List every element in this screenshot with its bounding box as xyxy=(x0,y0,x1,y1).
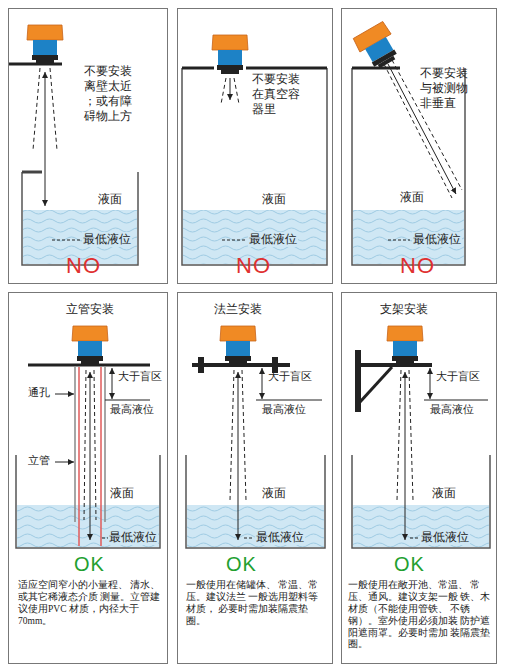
panel-too-close xyxy=(8,25,138,265)
method-title: 法兰安装 xyxy=(214,302,262,317)
min-level-label: 最低液位 xyxy=(412,232,462,247)
min-level-label: 最低液位 xyxy=(82,232,132,247)
surface-label: 液面 xyxy=(262,486,286,501)
caption-note: 一般使用在敞开池、常温、 常压、通风。建议支架一般 铁、木材质（不能使用管铁、 … xyxy=(348,580,492,651)
install-panel: 不要安装 离壁太近 ；或有障 碍物上方液面最低液位 NO xyxy=(8,8,168,284)
part-label: 立管 xyxy=(28,454,50,468)
surface-label: 液面 xyxy=(432,486,456,501)
caption-note: 适应空间窄小的小量程、 清水、或其它稀液态介质 测量。立管建议使用PVC 材质，… xyxy=(18,580,162,628)
dimension-label: 大于盲区 xyxy=(118,370,162,384)
install-panel: 不要安装 与被测物 非垂直液面最低液位 NO xyxy=(341,8,497,284)
level-label: 最高液位 xyxy=(262,403,306,417)
warning-note: 不要安装 与被测物 非垂直 xyxy=(420,66,474,111)
panel-vacuum xyxy=(182,35,327,265)
panel-bracket xyxy=(352,326,490,548)
panel-flange xyxy=(186,326,325,548)
part-label: 通孔 xyxy=(28,386,50,400)
dimension-label: 大于盲区 xyxy=(268,370,312,384)
install-panel: 不要安装 在真空容 器里液面最低液位 NO xyxy=(177,8,333,284)
method-title: 支架安装 xyxy=(380,302,428,317)
warning-note: 不要安装 在真空容 器里 xyxy=(252,72,306,117)
install-panel: 立管安装通孔立管 大于盲区最高液位液面最低液位OK 适应空间窄小的小量程、 清水、或… xyxy=(8,292,168,664)
min-level-label: 最低液位 xyxy=(420,530,470,545)
level-label: 最高液位 xyxy=(110,403,154,417)
dimension-label: 大于盲区 xyxy=(436,370,480,384)
surface-label: 液面 xyxy=(400,190,424,205)
surface-label: 液面 xyxy=(110,486,134,501)
verdict-mark: NO xyxy=(236,252,271,280)
min-level-label: 最低液位 xyxy=(255,530,305,545)
verdict-mark: NO xyxy=(66,252,101,280)
panel-tilted xyxy=(352,21,465,265)
panel-standpipe xyxy=(16,326,160,548)
caption-note: 一般使用在储罐体、 常温、常压。建议法兰 一般选用塑料等材质， 必要时需加装隔震… xyxy=(186,580,326,628)
min-level-label: 最低液位 xyxy=(108,530,158,545)
install-panel: 支架安装大于盲区最高液位液面最低液位 OK 一般使用在敞开池、常温、 常压、通风。建… xyxy=(341,292,497,664)
verdict-mark: OK xyxy=(394,552,425,577)
verdict-mark: NO xyxy=(400,252,435,280)
verdict-mark: OK xyxy=(226,552,257,577)
surface-label: 液面 xyxy=(262,192,286,207)
level-label: 最高液位 xyxy=(430,403,474,417)
surface-label: 液面 xyxy=(98,192,122,207)
method-title: 立管安装 xyxy=(66,302,114,317)
min-level-label: 最低液位 xyxy=(248,232,298,247)
warning-note: 不要安装 离壁太近 ；或有障 碍物上方 xyxy=(84,64,138,124)
verdict-mark: OK xyxy=(74,552,105,577)
install-panel: 法兰安装大于盲区最高液位液面最低液位 OK 一般使用在储罐体、 常温、常压。建议法兰… xyxy=(177,292,333,664)
